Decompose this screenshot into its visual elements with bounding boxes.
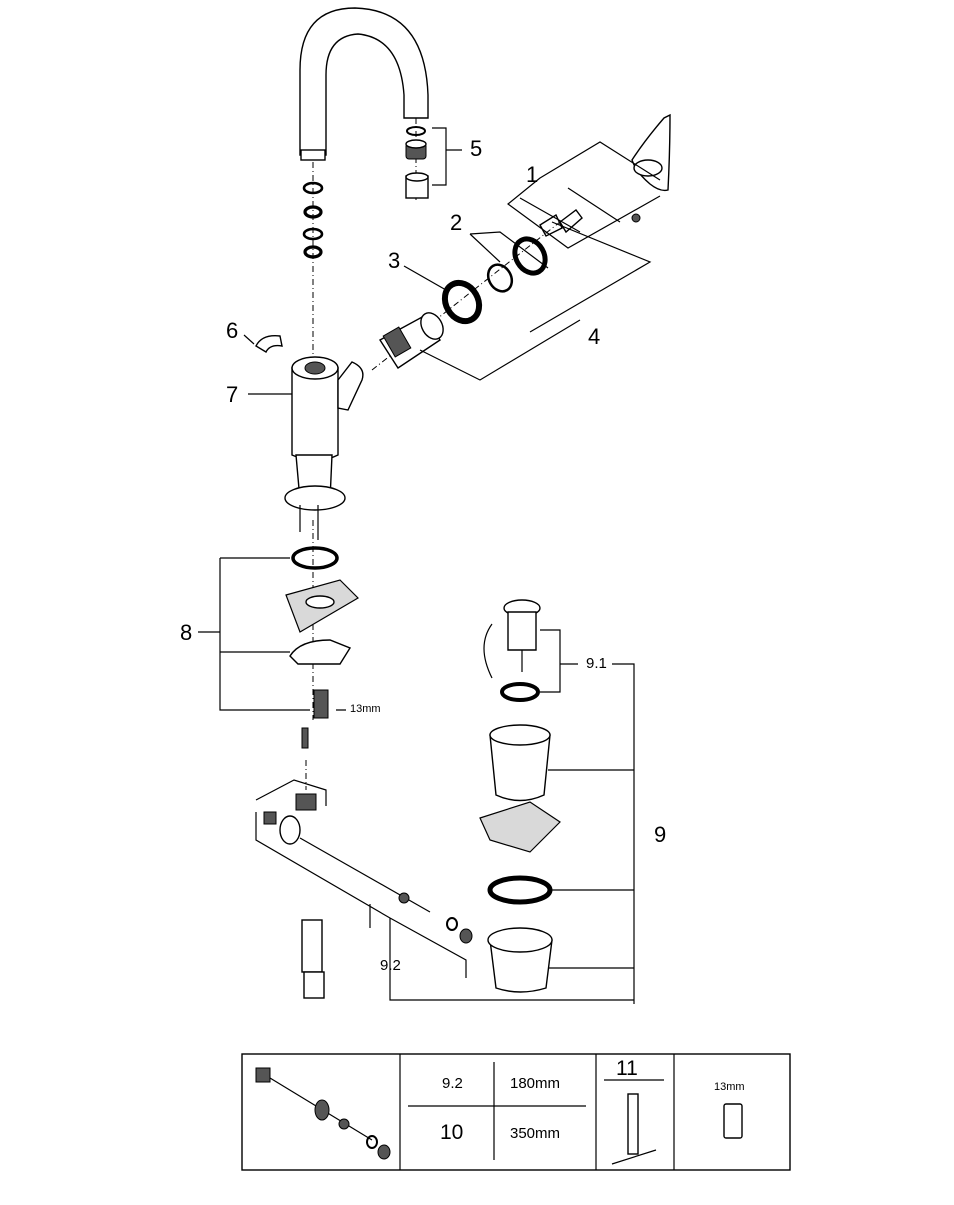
callout-9-1: 9.1 (586, 655, 607, 672)
spout-rings (302, 181, 324, 259)
callout-5: 5 (470, 136, 483, 161)
spare-parts-table-frame (241, 1053, 791, 1171)
retaining-clip (243, 334, 283, 353)
tool-number: 11 (616, 1057, 638, 1080)
wrench-size-label: 13mm (350, 703, 381, 715)
lever-handle (539, 113, 671, 237)
mixer-body (248, 356, 364, 540)
table-row-1-part: 9.2 (442, 1075, 463, 1092)
aerator-parts (405, 118, 462, 200)
tool-size-label: 13mm (714, 1081, 745, 1093)
nut-tool-illustration (723, 1103, 743, 1139)
callout-6: 6 (226, 318, 239, 343)
supply-hose (301, 919, 325, 999)
callout-1: 1 (526, 162, 539, 187)
pop-up-rod-assembly (255, 779, 634, 1001)
mounting-set (198, 546, 359, 749)
cartridge-nut (403, 265, 483, 325)
waste-set (479, 599, 635, 1004)
table-row-2-part: 10 (440, 1121, 464, 1144)
cartridge (371, 221, 581, 381)
callout-3: 3 (388, 248, 401, 273)
callout-9: 9 (654, 822, 667, 847)
callout-7: 7 (226, 382, 239, 407)
callout-8: 8 (180, 620, 193, 645)
spout (299, 7, 429, 161)
cartridge-seals (469, 231, 549, 293)
table-rod-illustration (255, 1067, 391, 1160)
table-row-2-length: 350mm (510, 1125, 561, 1142)
callout-4: 4 (588, 324, 601, 349)
wrench-tool-illustration (611, 1093, 657, 1165)
callout-2: 2 (450, 210, 463, 235)
callout-9-2: 9.2 (380, 957, 401, 974)
table-row-1-length: 180mm (510, 1075, 561, 1092)
